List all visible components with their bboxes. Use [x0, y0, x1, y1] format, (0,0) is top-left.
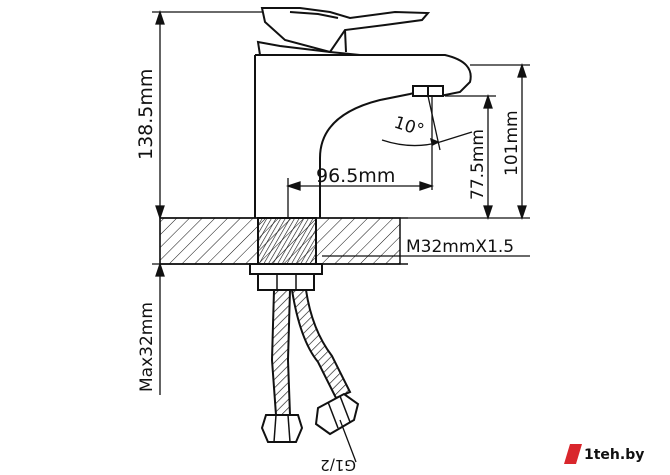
dimension-angle [381, 95, 473, 151]
dimension-height-total [152, 9, 262, 221]
dimension-spout-reach [285, 96, 435, 218]
mounting-thread [249, 217, 323, 291]
label-spout-height: 101mm [502, 110, 522, 176]
dimension-outlet-height [445, 93, 496, 221]
faucet-body [254, 7, 472, 218]
label-height-total: 138.5mm [135, 69, 157, 160]
label-outlet-height: 77.5mm [468, 129, 488, 200]
dimension-hose-thread [339, 419, 357, 463]
watermark-logo-graphic: 1teh.by [556, 440, 668, 468]
label-spout-reach: 96.5mm [316, 165, 395, 187]
label-max-counter: Max32mm [137, 302, 157, 392]
dimension-spout-height [408, 62, 530, 221]
dimension-max-counter [152, 218, 250, 395]
supply-hoses [260, 289, 360, 443]
watermark-text: 1teh.by [584, 447, 644, 463]
label-angle: 10° [391, 113, 426, 141]
label-hose-thread: G1/2 [320, 456, 356, 471]
watermark-logo: 1teh.by [556, 440, 668, 468]
label-thread: M32mmX1.5 [406, 237, 514, 257]
